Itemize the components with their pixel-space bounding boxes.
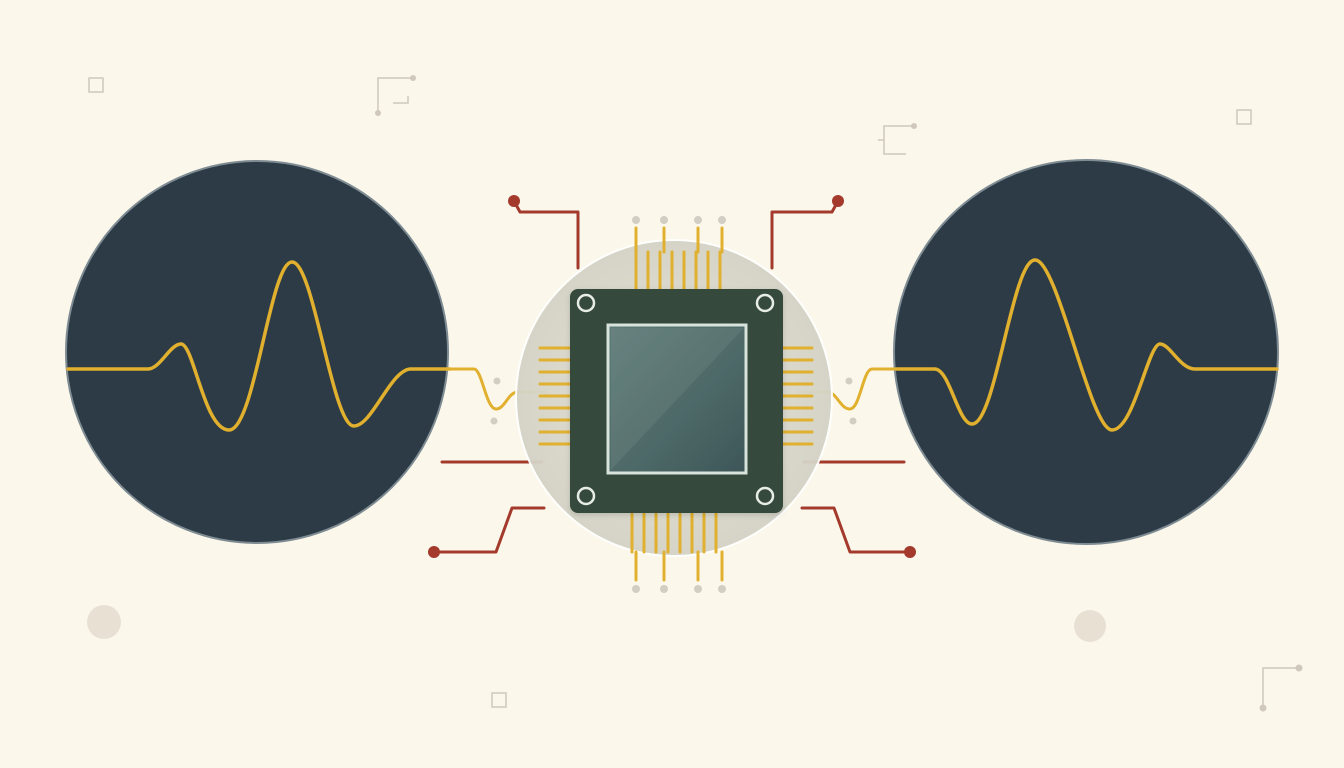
deco-square-topleft <box>88 77 104 93</box>
chip-mount-hole <box>755 293 775 313</box>
terminal-bottom-right <box>904 546 916 558</box>
chip-lead-node <box>660 585 668 593</box>
chip-lead-node <box>718 585 726 593</box>
chip-lead-node <box>632 585 640 593</box>
microchip-icon <box>570 289 783 513</box>
deco-node-bottomright <box>1295 664 1303 672</box>
deco-bracket-bottomright <box>1262 667 1299 706</box>
connector-node <box>849 417 857 425</box>
chip-lead-node <box>660 216 668 224</box>
deco-dot-right <box>1074 610 1106 642</box>
chip-mount-hole <box>576 293 596 313</box>
chip-lead-node <box>694 585 702 593</box>
trace-top-right <box>770 199 840 270</box>
deco-bracket-mid <box>878 125 914 155</box>
chip-pins <box>538 216 814 593</box>
trace-bottom-right <box>800 506 912 554</box>
waveform-icon <box>894 258 1279 432</box>
connector-left <box>448 367 548 411</box>
right-scope <box>893 159 1279 545</box>
waveform-icon <box>66 260 452 432</box>
deco-square-topright <box>1236 109 1252 125</box>
trace-bottom-left <box>432 506 546 554</box>
chip-lead-node <box>718 216 726 224</box>
deco-node-mid <box>911 123 917 129</box>
connector-node <box>493 377 501 385</box>
left-scope-disc <box>65 160 449 544</box>
deco-node-top <box>410 75 416 81</box>
chip-lead-node <box>632 216 640 224</box>
trace-terminals <box>428 195 916 558</box>
circuit-traces <box>432 199 912 554</box>
chip-die-sheen <box>611 328 744 470</box>
deco-bracket-top <box>377 77 413 113</box>
terminal-top-right <box>832 195 844 207</box>
deco-dot-left <box>87 605 121 639</box>
chip-mount-hole <box>576 486 596 506</box>
deco-node-top-2 <box>375 110 381 116</box>
connector-node <box>845 377 853 385</box>
left-scope <box>65 160 452 544</box>
chip-lead-node <box>694 216 702 224</box>
right-scope-disc <box>893 159 1279 545</box>
terminal-top-left <box>508 195 520 207</box>
connector-node <box>490 417 498 425</box>
deco-square-bottom <box>491 692 507 708</box>
connector-nodes <box>490 377 857 425</box>
chip-mount-hole <box>755 486 775 506</box>
decorations <box>87 75 1303 712</box>
deco-node-bottomright-2 <box>1259 704 1267 712</box>
terminal-bottom-left <box>428 546 440 558</box>
trace-top-left <box>512 199 580 270</box>
